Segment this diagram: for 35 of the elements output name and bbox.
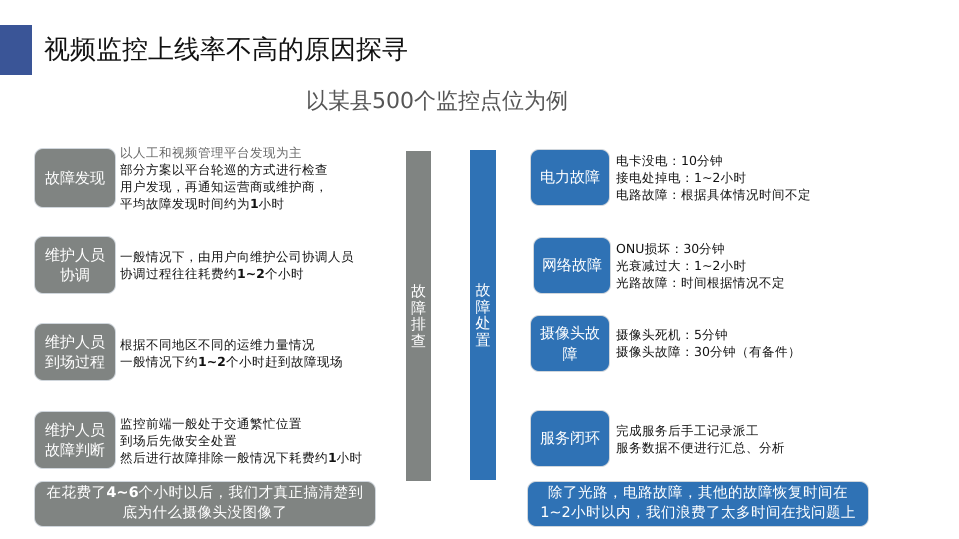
- category-box: 故障发现: [34, 148, 116, 208]
- summary-box: 在花费了4~6个小时以后，我们才真正搞清楚到底为什么摄像头没图像了: [34, 481, 376, 527]
- description-text: 然后进行故障排除一般情况下耗费约1小时: [120, 449, 363, 466]
- category-box: 电力故障: [530, 149, 610, 206]
- description-text: 用户发现，再通知运营商或维护商，: [120, 178, 328, 195]
- category-box: 摄像头故障: [530, 315, 610, 372]
- description-text: 一般情况下约1~2个小时赶到故障现场: [120, 353, 343, 370]
- description-text: 完成服务后手工记录派工: [616, 422, 760, 439]
- description-text: 光路故障：时间根据情况不定: [616, 274, 785, 291]
- slide-title: 视频监控上线率不高的原因探寻: [44, 34, 408, 67]
- phase-bar: 故障处置: [470, 150, 496, 480]
- category-box: 维护人员到场过程: [34, 323, 116, 381]
- description-text: 电卡没电：10分钟: [616, 152, 724, 169]
- category-box: 网络故障: [533, 237, 611, 294]
- subtitle: 以某县500个监控点位为例: [306, 88, 568, 116]
- description-text: 监控前端一般处于交通繁忙位置: [120, 415, 303, 432]
- description-text: 以人工和视频管理平台发现为主: [120, 144, 303, 161]
- description-text: 接电处掉电：1~2小时: [616, 169, 748, 186]
- description-text: 部分方案以平台轮巡的方式进行检查: [120, 161, 328, 178]
- category-box: 维护人员故障判断: [34, 411, 116, 469]
- description-text: 根据不同地区不同的运维力量情况: [120, 336, 316, 353]
- description-text: 一般情况下，由用户向维护公司协调人员: [120, 248, 354, 265]
- category-box: 服务闭环: [530, 410, 610, 467]
- description-text: ONU损坏：30分钟: [616, 240, 726, 257]
- phase-bar: 故障排查: [406, 151, 431, 481]
- summary-box: 除了光路，电路故障，其他的故障恢复时间在1~2小时以内，我们浪费了太多时间在找问题上: [527, 481, 869, 527]
- description-text: 到场后先做安全处置: [120, 432, 238, 449]
- category-box: 维护人员协调: [34, 236, 116, 294]
- description-text: 平均故障发现时间约为1小时: [120, 195, 286, 212]
- description-text: 协调过程往往耗费约1~2个小时: [120, 265, 305, 282]
- description-text: 摄像头故障：30分钟（有备件）: [616, 343, 801, 360]
- description-text: 服务数据不便进行汇总、分析: [616, 439, 785, 456]
- description-text: 光衰减过大：1~2小时: [616, 257, 748, 274]
- description-text: 电路故障：根据具体情况时间不定: [616, 186, 811, 203]
- description-text: 摄像头死机：5分钟: [616, 326, 729, 343]
